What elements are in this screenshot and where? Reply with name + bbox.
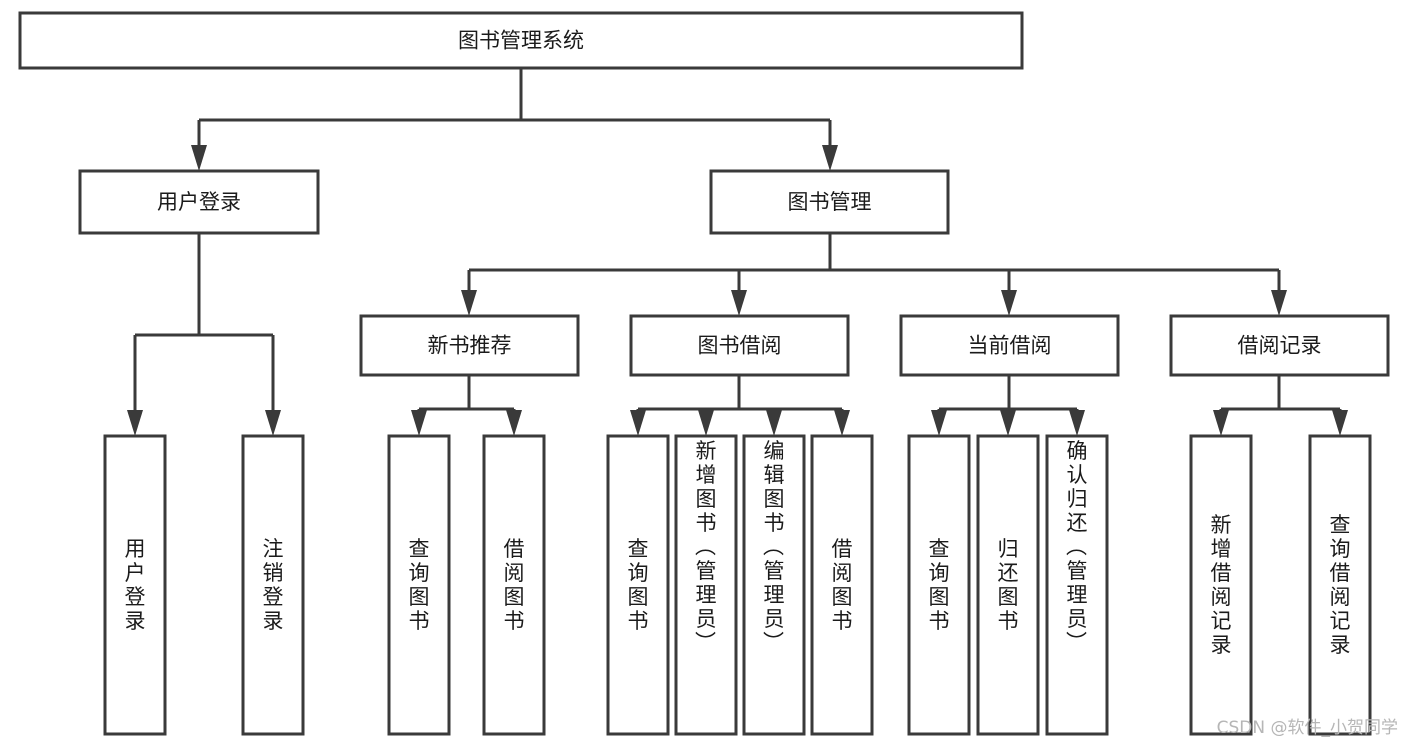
node-leaf-user-logout[interactable]: 注销登录: [241, 434, 305, 736]
node-current-borrow[interactable]: 当前借阅: [899, 314, 1120, 377]
node-label-user-login: 用户登录: [157, 190, 241, 214]
node-label-leaf-query-book-1: 查询图书: [409, 537, 430, 633]
node-label-leaf-query-book-3: 查询图书: [929, 537, 950, 633]
connector-group-book-management-to-level2: [461, 233, 1287, 316]
node-label-leaf-add-book: 新增图书（管理员）: [695, 439, 717, 655]
watermark-label: CSDN @软件_小贺同学: [1217, 718, 1398, 738]
node-box-borrow-record[interactable]: [1169, 314, 1390, 377]
node-label-root: 图书管理系统: [458, 29, 584, 53]
arrow-head-book-borrow: [731, 290, 747, 316]
arrow-head-leaf-confirm-return: [1069, 410, 1085, 436]
node-box-book-borrow[interactable]: [629, 314, 850, 377]
arrow-head-leaf-query-book-2: [630, 410, 646, 436]
node-label-leaf-user-logout: 注销登录: [263, 537, 284, 633]
arrow-head-new-book-recommend: [461, 290, 477, 316]
node-box-leaf-user-logout[interactable]: [241, 434, 305, 736]
node-label-leaf-add-record: 新增借阅记录: [1211, 513, 1232, 657]
node-box-root[interactable]: [18, 11, 1024, 70]
arrow-head-leaf-add-book: [698, 410, 714, 436]
node-layer: 图书管理系统用户登录图书管理新书推荐图书借阅当前借阅借阅记录用户登录注销登录查询…: [18, 11, 1390, 736]
node-box-leaf-user-login[interactable]: [103, 434, 167, 736]
arrow-head-leaf-query-book-1: [411, 410, 427, 436]
arrow-head-leaf-query-book-3: [931, 410, 947, 436]
node-book-management[interactable]: 图书管理: [709, 169, 950, 235]
node-root[interactable]: 图书管理系统: [18, 11, 1024, 70]
connector-group-book-borrow-to-leaves: [630, 375, 850, 436]
arrow-head-leaf-borrow-book-2: [834, 410, 850, 436]
node-leaf-query-book-2[interactable]: 查询图书: [606, 434, 670, 736]
connector-group-borrow-record-to-leaves: [1213, 375, 1348, 436]
node-box-leaf-edit-book[interactable]: [742, 434, 806, 736]
node-box-leaf-query-book-2[interactable]: [606, 434, 670, 736]
node-box-leaf-borrow-book-1[interactable]: [482, 434, 546, 736]
node-book-borrow[interactable]: 图书借阅: [629, 314, 850, 377]
node-label-new-book-recommend: 新书推荐: [428, 334, 512, 358]
node-box-book-management[interactable]: [709, 169, 950, 235]
arrow-head-leaf-user-login: [127, 410, 143, 436]
node-label-book-management: 图书管理: [788, 190, 872, 214]
arrow-head-leaf-add-record: [1213, 410, 1229, 436]
node-user-login[interactable]: 用户登录: [78, 169, 320, 235]
node-label-leaf-borrow-book-1: 借阅图书: [504, 537, 525, 633]
connector-group-user-login-to-leaves: [127, 233, 281, 436]
node-box-leaf-confirm-return[interactable]: [1045, 434, 1109, 736]
connector-group-new-book-recommend-to-leaves: [411, 375, 522, 436]
node-label-leaf-return-book: 归还图书: [998, 537, 1019, 633]
node-box-leaf-query-book-1[interactable]: [387, 434, 451, 736]
arrow-head-leaf-edit-book: [766, 410, 782, 436]
node-label-borrow-record: 借阅记录: [1238, 334, 1322, 358]
node-box-leaf-query-record[interactable]: [1308, 434, 1372, 736]
node-label-leaf-edit-book: 编辑图书（管理员）: [763, 439, 785, 655]
node-label-current-borrow: 当前借阅: [968, 334, 1052, 358]
arrow-head-leaf-query-record: [1332, 410, 1348, 436]
arrow-head-user-login: [191, 145, 207, 171]
node-leaf-confirm-return[interactable]: 确认归还（管理员）: [1045, 434, 1109, 736]
node-box-leaf-query-book-3[interactable]: [907, 434, 971, 736]
node-label-leaf-user-login: 用户登录: [125, 537, 146, 633]
arrow-head-book-management: [822, 145, 838, 171]
node-leaf-add-record[interactable]: 新增借阅记录: [1189, 434, 1253, 736]
node-leaf-edit-book[interactable]: 编辑图书（管理员）: [742, 434, 806, 736]
node-leaf-query-book-3[interactable]: 查询图书: [907, 434, 971, 736]
arrow-head-leaf-borrow-book-1: [506, 410, 522, 436]
arrow-head-leaf-return-book: [1000, 410, 1016, 436]
node-box-leaf-return-book[interactable]: [976, 434, 1040, 736]
node-label-book-borrow: 图书借阅: [698, 334, 782, 358]
node-box-new-book-recommend[interactable]: [359, 314, 580, 377]
arrow-head-borrow-record: [1271, 290, 1287, 316]
node-label-leaf-query-record: 查询借阅记录: [1330, 513, 1351, 657]
connector-group-root-to-level1: [191, 68, 838, 171]
node-new-book-recommend[interactable]: 新书推荐: [359, 314, 580, 377]
node-box-leaf-add-record[interactable]: [1189, 434, 1253, 736]
connector-layer: [127, 68, 1348, 436]
node-box-leaf-borrow-book-2[interactable]: [810, 434, 874, 736]
arrow-head-current-borrow: [1001, 290, 1017, 316]
node-leaf-return-book[interactable]: 归还图书: [976, 434, 1040, 736]
node-label-leaf-borrow-book-2: 借阅图书: [832, 537, 853, 633]
node-leaf-query-book-1[interactable]: 查询图书: [387, 434, 451, 736]
node-leaf-add-book[interactable]: 新增图书（管理员）: [674, 434, 738, 736]
node-label-leaf-query-book-2: 查询图书: [628, 537, 649, 633]
node-box-current-borrow[interactable]: [899, 314, 1120, 377]
node-leaf-query-record[interactable]: 查询借阅记录: [1308, 434, 1372, 736]
arrow-head-leaf-user-logout: [265, 410, 281, 436]
node-box-user-login[interactable]: [78, 169, 320, 235]
node-label-leaf-confirm-return: 确认归还（管理员）: [1066, 439, 1088, 655]
connector-group-current-borrow-to-leaves: [931, 375, 1085, 436]
node-box-leaf-add-book[interactable]: [674, 434, 738, 736]
node-leaf-borrow-book-1[interactable]: 借阅图书: [482, 434, 546, 736]
node-leaf-borrow-book-2[interactable]: 借阅图书: [810, 434, 874, 736]
node-leaf-user-login[interactable]: 用户登录: [103, 434, 167, 736]
node-borrow-record[interactable]: 借阅记录: [1169, 314, 1390, 377]
